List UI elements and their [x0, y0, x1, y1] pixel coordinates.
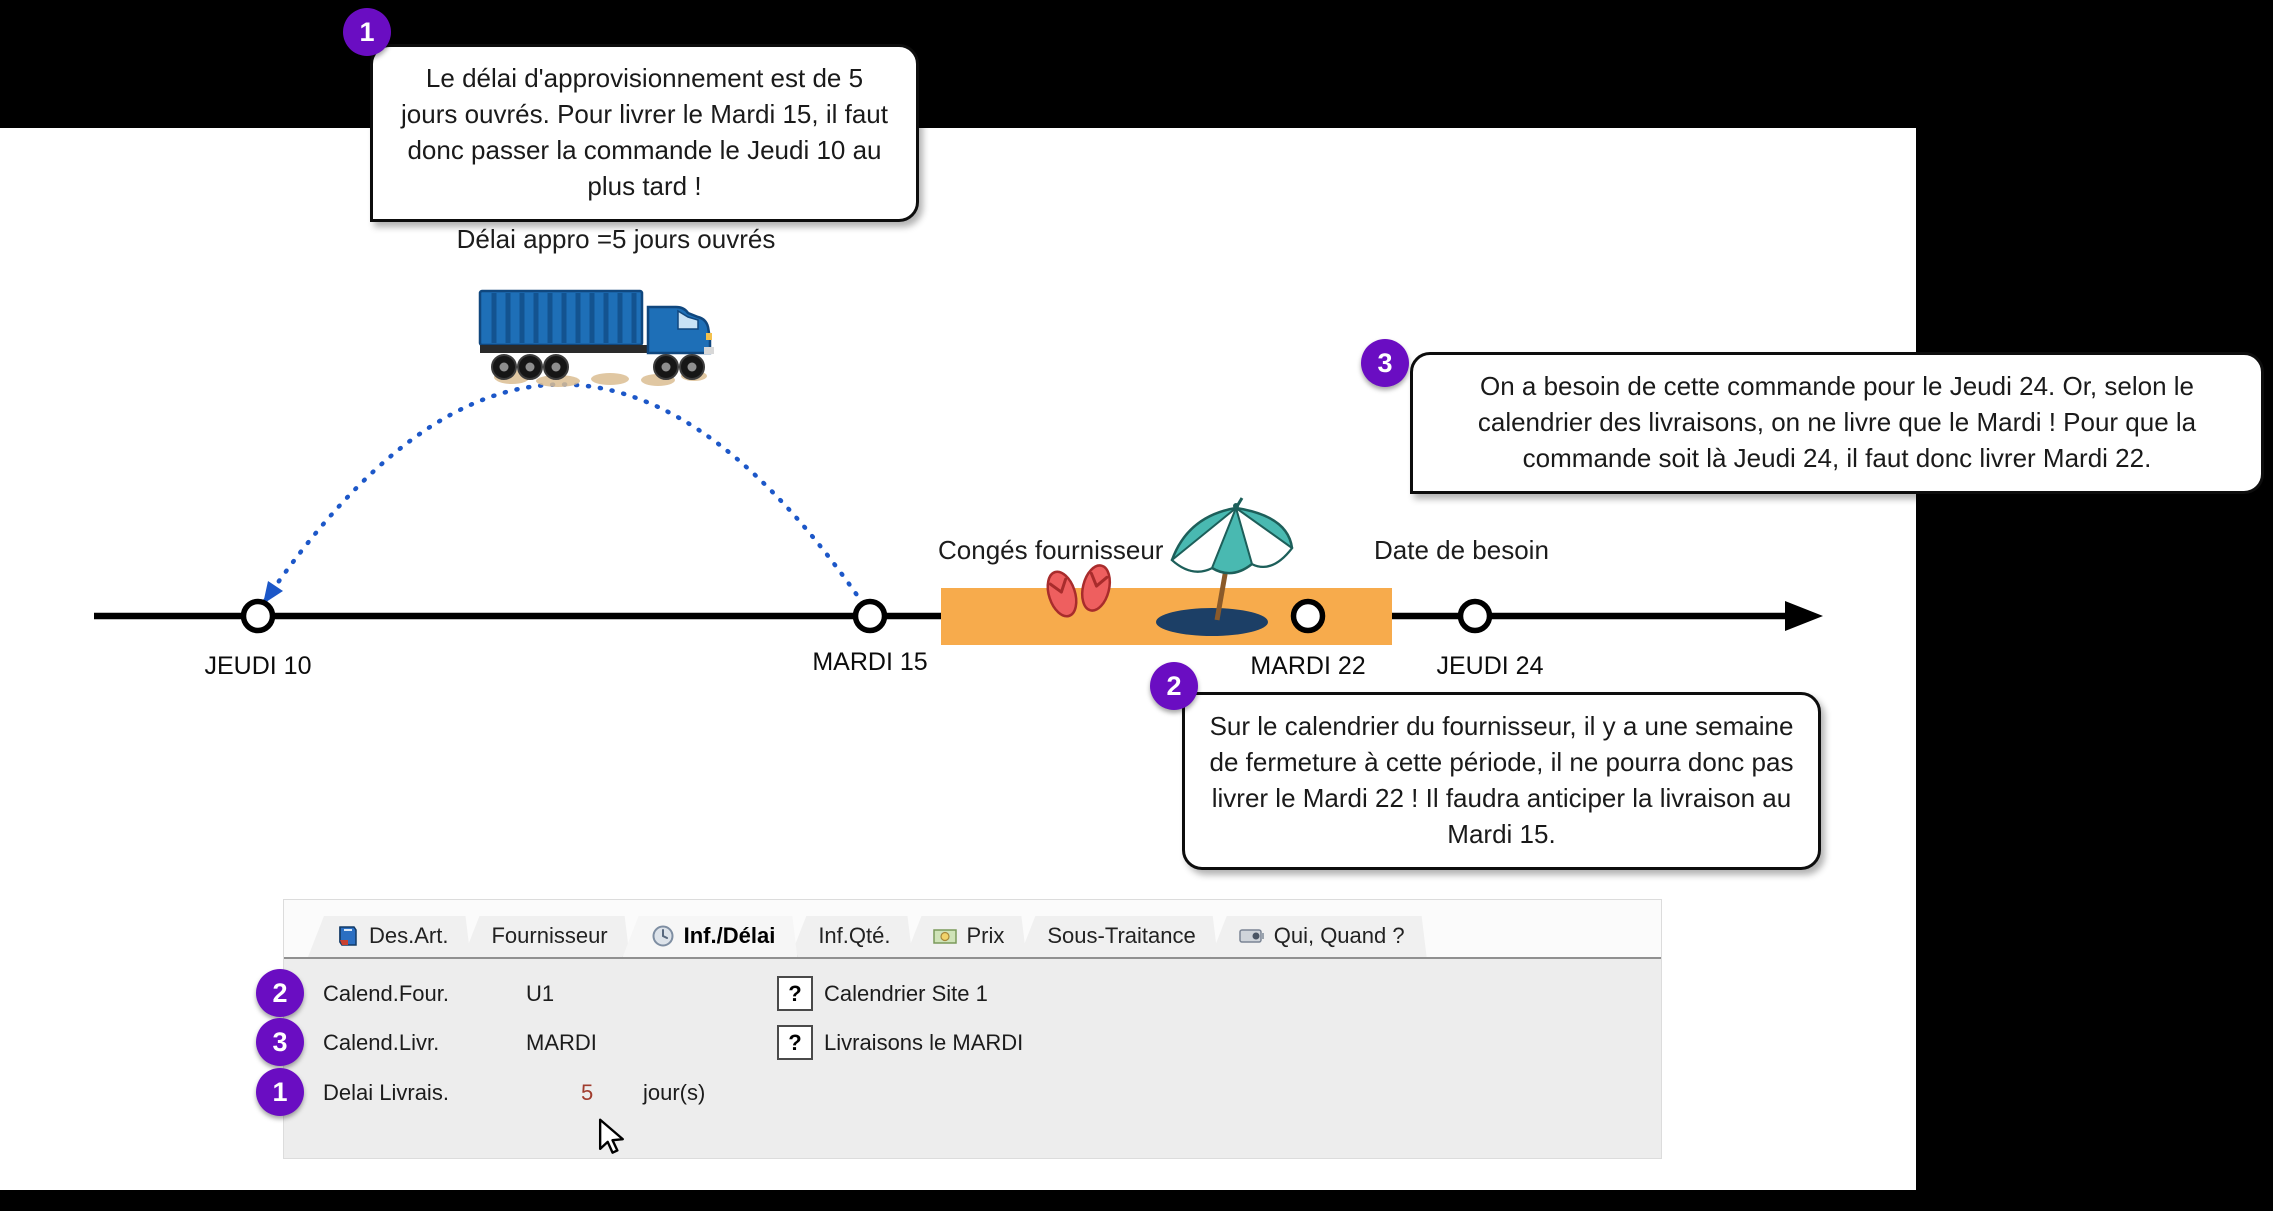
field-row-calend-four: Calend.Four. U1 ? Calendrier Site 1 — [284, 976, 1661, 1015]
milestone-mardi-15 — [852, 598, 888, 634]
callout-3: On a besoin de cette commande pour le Je… — [1410, 352, 2264, 494]
tab-label: Des.Art. — [369, 923, 449, 948]
tab-label: Inf./Délai — [683, 923, 776, 948]
badge-2: 2 — [1150, 662, 1198, 710]
callout-2: Sur le calendrier du fournisseur, il y a… — [1182, 692, 1821, 870]
panel-badge-calend-livr: 3 — [256, 1018, 304, 1066]
banknote-icon — [933, 926, 957, 946]
callout-1: Le délai d'approvisionnement est de 5 jo… — [370, 44, 919, 222]
umbrella-shadow — [1156, 608, 1268, 636]
help-button-calend-four[interactable]: ? — [777, 976, 813, 1011]
milestone-jeudi-10 — [240, 598, 276, 634]
timeline-arrowhead — [1785, 601, 1823, 631]
tab-prix[interactable]: Prix — [905, 916, 1026, 957]
tab-qui-quand[interactable]: Qui, Quand ? — [1211, 916, 1427, 957]
field-label: Calend.Four. — [323, 981, 449, 1006]
callout-3-text: On a besoin de cette commande pour le Je… — [1477, 371, 2197, 473]
badge-1: 1 — [343, 8, 391, 56]
tab-label: Sous-Traitance — [1047, 923, 1196, 948]
date-label-jeudi-10: JEUDI 10 — [204, 652, 312, 680]
panel-badge-calend-four: 2 — [256, 969, 304, 1017]
field-label: Delai Livrais. — [323, 1080, 449, 1105]
need-date-label: Date de besoin — [1374, 535, 1549, 565]
field-label: Calend.Livr. — [323, 1030, 440, 1055]
field-row-delai-livrais: Delai Livrais. 5 jour(s) — [284, 1080, 1661, 1114]
field-description: Calendrier Site 1 — [824, 981, 988, 1006]
callout-1-text: Le délai d'approvisionnement est de 5 jo… — [401, 63, 888, 201]
tab-sous-traitance[interactable]: Sous-Traitance — [1019, 916, 1217, 957]
tab-label: Fournisseur — [491, 923, 608, 948]
date-label-mardi-22: MARDI 22 — [1250, 652, 1366, 680]
date-label-mardi-15: MARDI 15 — [812, 648, 928, 676]
badge-3: 3 — [1361, 339, 1409, 387]
tab-bar: Des.Art. Fournisseur Inf./Délai Inf.Qté. — [308, 916, 1420, 957]
field-row-calend-livr: Calend.Livr. MARDI ? Livraisons le MARDI — [284, 1025, 1661, 1064]
help-button-calend-livr[interactable]: ? — [777, 1025, 813, 1060]
delai-livrais-value[interactable]: 5 — [581, 1080, 594, 1105]
field-unit: jour(s) — [643, 1080, 706, 1105]
tab-fournisseur[interactable]: Fournisseur — [463, 916, 629, 957]
vacation-scene — [1046, 497, 1294, 636]
lead-time-dotted-arc — [260, 382, 873, 617]
lead-time-label: Délai appro =5 jours ouvrés — [456, 224, 776, 254]
callout-2-text: Sur le calendrier du fournisseur, il y a… — [1209, 711, 1794, 849]
calend-four-value[interactable]: U1 — [526, 981, 555, 1006]
clock-icon — [651, 924, 675, 948]
tab-inf-qte[interactable]: Inf.Qté. — [790, 916, 912, 957]
screen-icon — [1239, 926, 1265, 946]
book-icon — [336, 924, 360, 948]
mouse-cursor-icon — [598, 1118, 624, 1154]
milestone-mardi-22 — [1290, 598, 1326, 634]
date-label-jeudi-24: JEUDI 24 — [1436, 652, 1544, 680]
erp-panel: Des.Art. Fournisseur Inf./Délai Inf.Qté. — [283, 899, 1662, 1159]
field-description: Livraisons le MARDI — [824, 1030, 1024, 1055]
flip-flops-icon — [1046, 564, 1112, 618]
truck-icon — [478, 289, 714, 387]
tab-label: Inf.Qté. — [818, 923, 891, 948]
panel-badge-delai-livrais: 1 — [256, 1068, 304, 1116]
arc-arrowhead — [263, 581, 283, 604]
milestone-jeudi-24 — [1457, 598, 1493, 634]
tab-inf-delai[interactable]: Inf./Délai — [623, 916, 798, 957]
vacation-label: Congés fournisseur — [938, 535, 1164, 565]
tab-des-art[interactable]: Des.Art. — [308, 916, 470, 957]
beach-umbrella-icon — [1170, 497, 1294, 621]
calend-livr-value[interactable]: MARDI — [526, 1030, 597, 1055]
tab-label: Prix — [966, 923, 1005, 948]
truck-wheels — [491, 354, 705, 380]
tab-label: Qui, Quand ? — [1273, 923, 1405, 948]
